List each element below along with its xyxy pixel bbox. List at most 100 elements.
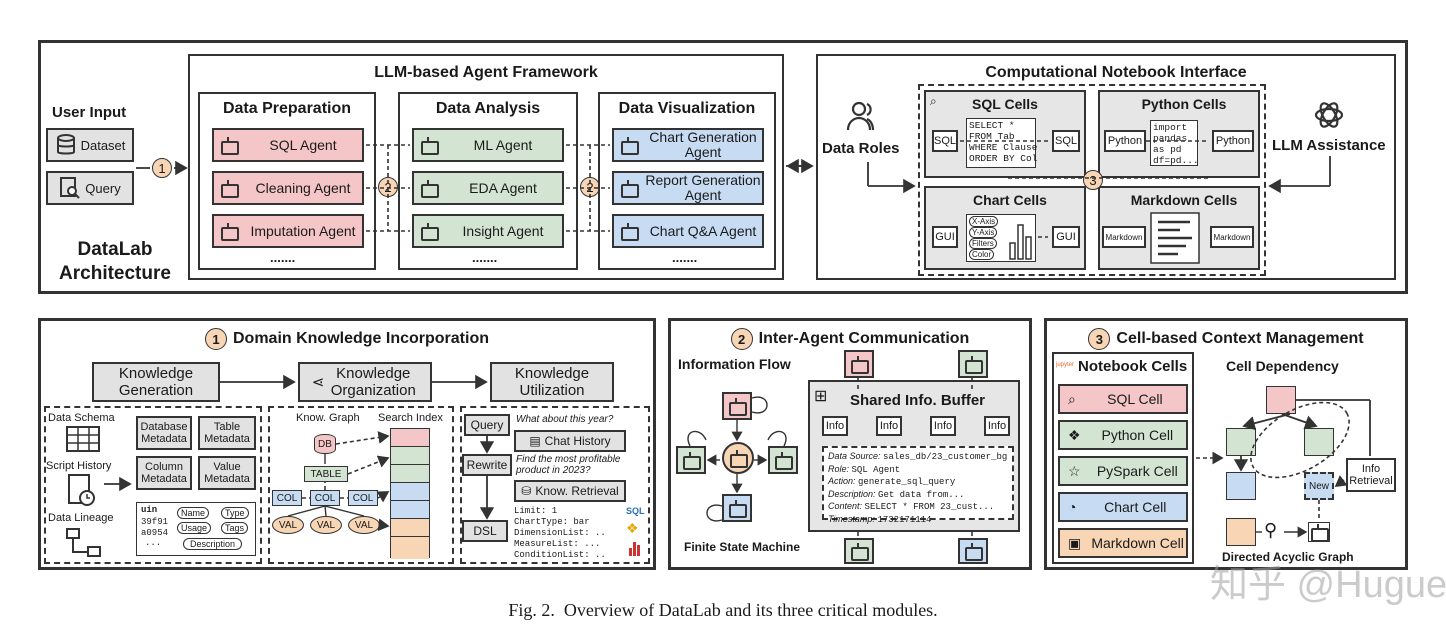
detail-key: Timestamp: xyxy=(828,513,875,524)
agent-label: Chart Q&A Agent xyxy=(649,222,757,239)
col-node: COL xyxy=(272,490,302,506)
detail-key: Data Source: xyxy=(828,451,881,461)
cell-label: Markdown Cell xyxy=(1091,535,1184,551)
sql-tag-left: SQL xyxy=(932,130,958,152)
organization-region xyxy=(268,406,454,564)
knowledge-generation-box: Knowledge Generation xyxy=(92,362,220,402)
info-slot: Info xyxy=(822,416,848,436)
sql-tag-right: SQL xyxy=(1052,130,1080,152)
box-label: Know. Retrieval xyxy=(535,484,619,498)
ccm-title-row: 3 Cell-based Context Management xyxy=(1044,328,1408,350)
buffer-agent-green xyxy=(958,350,988,378)
info-slot: Info xyxy=(984,416,1010,436)
python-cell: ❖Python Cell xyxy=(1058,420,1188,450)
cell-label: Python Cell xyxy=(1101,427,1174,443)
jupyter-icon: jupyter xyxy=(1056,362,1075,368)
info-retrieval-box: Info Retrieval xyxy=(1346,458,1396,492)
python-tag-left: Python xyxy=(1104,130,1146,152)
buffer-agent-green-bottom xyxy=(844,538,874,564)
notebook-cells-panel xyxy=(1052,352,1194,564)
fsm-agent-right xyxy=(768,446,798,474)
robot-icon xyxy=(774,452,793,470)
query-label: Query xyxy=(85,180,121,196)
arch-title-line1: DataLab xyxy=(77,239,153,260)
chart-config-box: X-Axis Y-Axis Filters Color xyxy=(966,214,1036,262)
box-label: Chat History xyxy=(544,434,611,448)
share-icon: ⋖ xyxy=(311,373,325,391)
chart-field: Color xyxy=(969,249,995,260)
table-cell: a0954 xyxy=(141,528,169,538)
knowledge-organization-box: ⋖ Knowledge Organization xyxy=(298,362,432,402)
robot-icon xyxy=(964,543,983,561)
robot-icon xyxy=(420,137,439,155)
dk-title-row: 1 Domain Knowledge Incorporation xyxy=(38,328,656,350)
robot-icon xyxy=(850,543,869,561)
new-label: New xyxy=(1308,480,1329,492)
robot-icon xyxy=(220,180,239,198)
detail-value: 1732171114 xyxy=(877,514,932,525)
python-icon: ❖ xyxy=(626,520,639,536)
notebook-cells-title: Notebook Cells xyxy=(1078,358,1188,375)
sql-cells-title: SQL Cells xyxy=(972,96,1038,112)
imputation-agent: Imputation Agent xyxy=(212,214,364,248)
robot-icon xyxy=(682,452,701,470)
meta-label: Column Metadata xyxy=(141,461,187,485)
box-label: Knowledge Organization xyxy=(330,365,416,399)
agent-label: Cleaning Agent xyxy=(255,179,351,196)
gui-tag-left: GUI xyxy=(932,226,958,248)
data-lineage-icon xyxy=(66,528,101,557)
user-icon: ⚲ xyxy=(1264,520,1278,540)
val-node: VAL xyxy=(348,516,380,534)
fsm-agent-left xyxy=(676,446,706,474)
data-prep-title: Data Preparation xyxy=(222,100,352,117)
query-icon xyxy=(60,177,81,199)
search-icon: ⌕ xyxy=(1068,390,1076,407)
more-agents-ellipsis: ....... xyxy=(270,250,296,265)
dag-target-node xyxy=(1308,522,1330,542)
eda-agent: EDA Agent xyxy=(412,171,564,205)
dag-label: Directed Acyclic Graph xyxy=(1222,550,1354,564)
query-step: Query xyxy=(464,414,510,436)
rewritten-question: Find the most profitable product in 2023… xyxy=(516,454,621,476)
fsm-label: Finite State Machine xyxy=(684,540,801,554)
tag-pill: Tags xyxy=(221,522,249,534)
fsm-agent-top xyxy=(722,392,752,420)
markdown-doc-icon xyxy=(1150,212,1200,264)
utilization-region xyxy=(460,406,650,564)
meta-label: Value Metadata xyxy=(204,461,250,485)
detail-value: sales_db/23_customer_bg xyxy=(883,452,1008,462)
table-cell: ··· xyxy=(145,540,162,550)
chart-qa-agent: Chart Q&A Agent xyxy=(612,214,764,248)
data-roles-icon xyxy=(846,101,875,131)
markdown-icon: ▣ xyxy=(1068,534,1082,551)
know-graph-label: Know. Graph xyxy=(296,412,360,424)
watermark: 知乎 @Hugues xyxy=(1210,564,1446,606)
robot-icon xyxy=(620,223,639,241)
cell-label: PySpark Cell xyxy=(1096,463,1178,479)
query-box: Query xyxy=(46,171,134,205)
agent-framework-title: LLM-based Agent Framework xyxy=(374,64,598,81)
robot-icon xyxy=(220,137,239,155)
sql-output-label: SQL xyxy=(626,506,645,516)
val-node: VAL xyxy=(310,516,342,534)
robot-icon xyxy=(1310,524,1329,542)
markdown-cells-title: Markdown Cells xyxy=(1130,192,1238,208)
gui-tag-right: GUI xyxy=(1052,226,1080,248)
agent-label: Imputation Agent xyxy=(250,222,356,239)
table-grid-icon xyxy=(66,426,100,452)
cell-dep-title: Cell Dependency xyxy=(1226,358,1339,374)
box-label: Knowledge Generation xyxy=(118,365,194,399)
detail-key: Action: xyxy=(828,476,856,486)
knowledge-utilization-box: Knowledge Utilization xyxy=(490,362,614,402)
generation-region xyxy=(44,406,262,564)
cells-container xyxy=(918,84,1266,276)
markdown-cell: ▣ Markdown Cell xyxy=(1058,528,1188,558)
robot-icon xyxy=(728,398,747,416)
dsl-step: DSL xyxy=(462,520,508,542)
chart-field: X-Axis xyxy=(969,216,999,227)
dk-title: Domain Knowledge Incorporation xyxy=(232,330,489,347)
detail-row: Content: SELECT * FROM 23_cust... xyxy=(828,501,1008,514)
insight-agent: Insight Agent xyxy=(412,214,564,248)
col-node: COL xyxy=(310,490,340,506)
